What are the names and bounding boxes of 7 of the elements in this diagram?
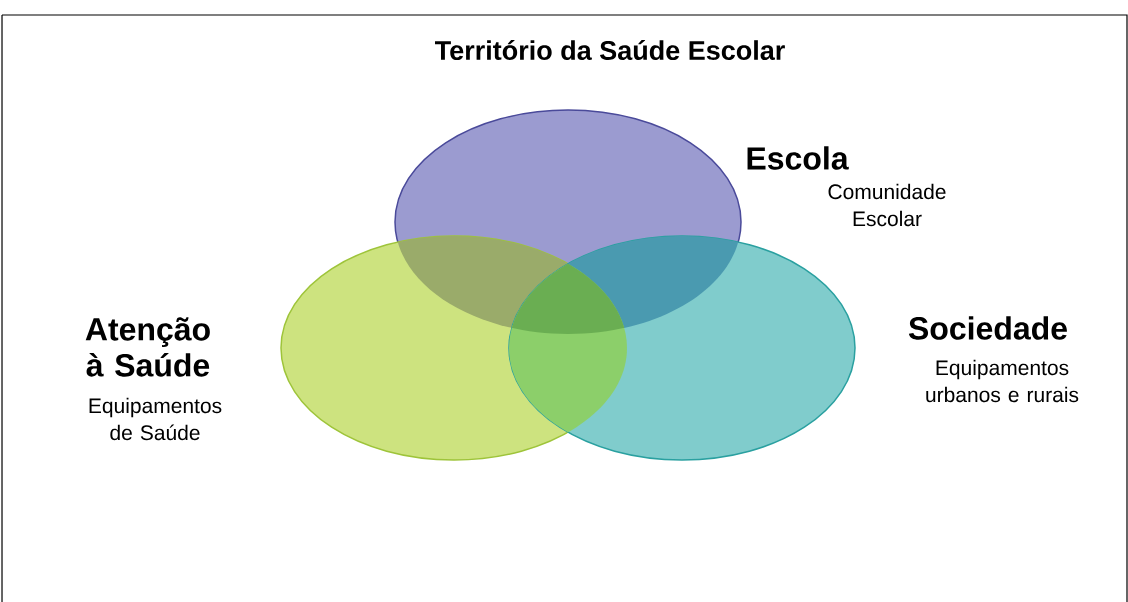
title: Território da Saúde Escolar (435, 39, 785, 61)
heading: Escola (747, 146, 849, 170)
description: Equipamentos de Saúde (89, 397, 222, 441)
description: Equipamentos urbanos e rurais (926, 359, 1079, 403)
heading: Atenção à Saúde (85, 317, 210, 377)
description: Comunidade Escolar (828, 183, 946, 227)
heading: Sociedade (908, 316, 1067, 340)
